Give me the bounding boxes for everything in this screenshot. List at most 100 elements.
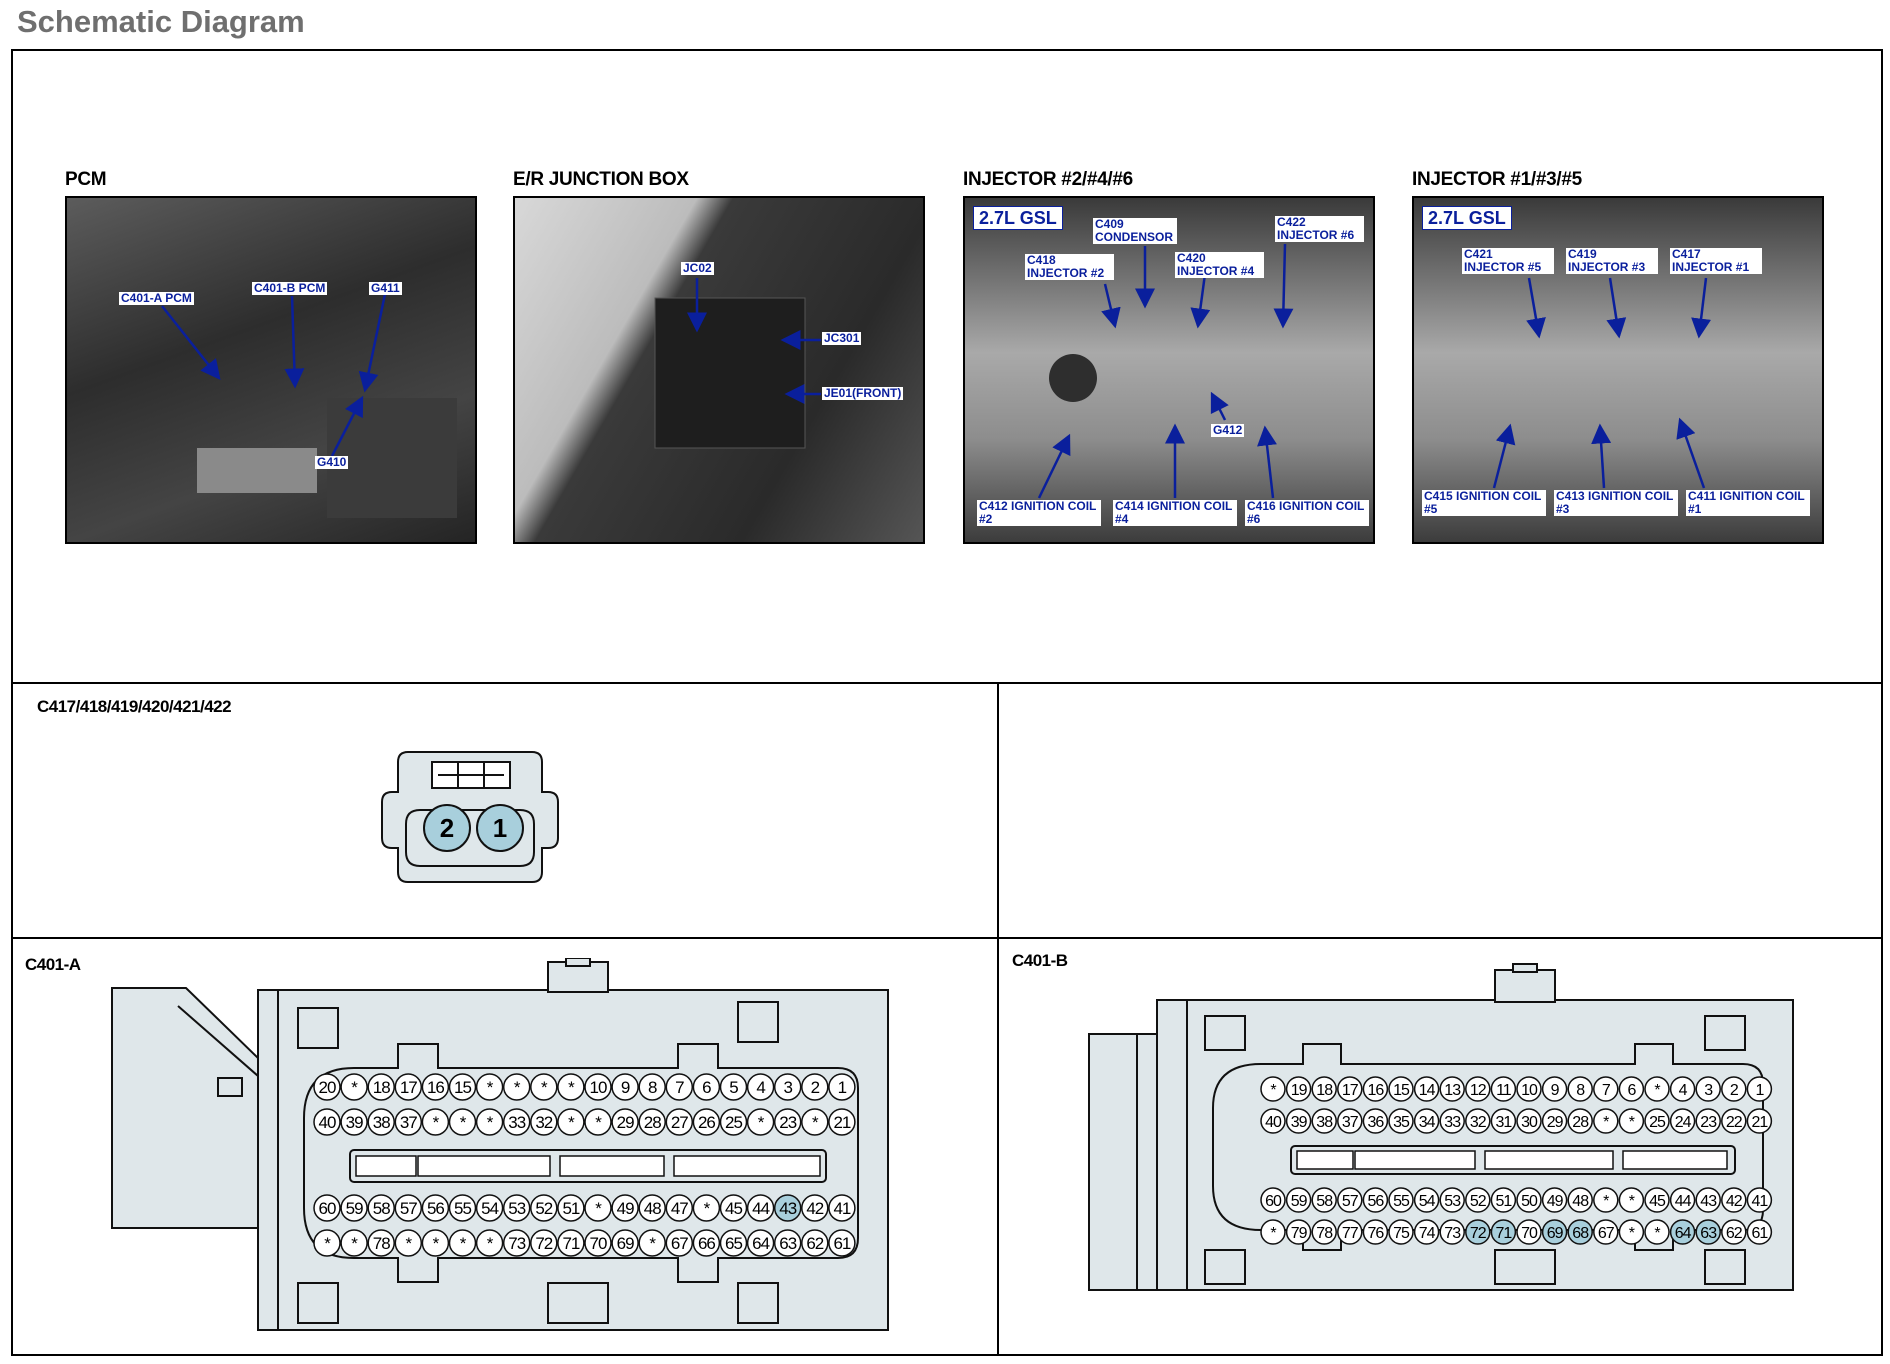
c401b-pin-label: 76	[1368, 1225, 1385, 1242]
c401b-pin-72	[1465, 1219, 1491, 1245]
c401b-pin-label: 4	[1679, 1082, 1688, 1099]
c401b-pin-12	[1465, 1076, 1491, 1102]
c401a-pin-56	[421, 1194, 450, 1222]
c401a-pin-unused	[475, 1073, 504, 1101]
c401b-pin-unused	[1618, 1108, 1645, 1134]
small-pin-1: 1	[493, 813, 507, 843]
c401a-pin-label: 18	[373, 1078, 390, 1097]
c401b-pin-label: 62	[1726, 1225, 1743, 1242]
c401b-pin-14	[1413, 1076, 1440, 1102]
junction-box-callout-arrows	[654, 278, 821, 449]
c401a-pin-unused	[557, 1108, 585, 1136]
c401b-pin-49	[1541, 1187, 1568, 1213]
c401a-pin-48	[638, 1194, 666, 1222]
c401a-pin-label: *	[460, 1113, 467, 1132]
junction-box-photo: JC02 JC301 JE01(FRONT)	[513, 196, 925, 544]
c401b-pin-17	[1337, 1076, 1363, 1102]
c401a-pin-label: *	[514, 1078, 521, 1097]
c401a-pin-label: *	[487, 1078, 494, 1097]
injector-135-photo: 2.7L GSL C421 INJECTOR #5 C419 INJECTOR …	[1412, 196, 1824, 544]
c401b-pin-label: 17	[1342, 1082, 1359, 1099]
c401a-pin-label: 41	[833, 1199, 850, 1218]
c401b-pin-64	[1669, 1219, 1696, 1245]
c401a-pin-44	[746, 1194, 775, 1222]
c401a-pin-label: *	[595, 1199, 602, 1218]
c401a-pin-27	[665, 1108, 694, 1136]
c401a-pin-label: *	[487, 1234, 494, 1253]
c401a-pin-label: 28	[644, 1113, 661, 1132]
c401a-pin-label: 47	[671, 1199, 688, 1218]
c401a-pin-label: 43	[779, 1199, 796, 1218]
c401a-pin-unused	[340, 1073, 368, 1101]
c401b-pin-70	[1516, 1219, 1542, 1245]
c401a-pin-label: 15	[454, 1078, 471, 1097]
c401b-pin-label: 71	[1496, 1225, 1513, 1242]
c401b-pin-unused	[1260, 1076, 1286, 1102]
c401a-pin-label: *	[433, 1234, 440, 1253]
c401b-pin-1	[1746, 1076, 1773, 1102]
c401b-pin-label: 7	[1602, 1082, 1611, 1099]
pcm-photo: C401-A PCM C401-B PCM G411 G410	[65, 196, 477, 544]
c401a-pin-47	[665, 1194, 694, 1222]
c401a-pin-unused	[692, 1194, 721, 1222]
callout-g412: G412	[1211, 423, 1245, 437]
c401a-pin-37	[394, 1108, 423, 1136]
c401b-pin-7	[1593, 1076, 1619, 1102]
c401a-pin-5	[719, 1073, 748, 1101]
c401a-pin-label: 66	[698, 1234, 715, 1253]
diagram-frame	[11, 49, 1883, 1356]
c401b-pin-41	[1746, 1187, 1773, 1213]
c401a-pin-unused	[638, 1229, 666, 1257]
engine-badge-246: 2.7L GSL	[973, 206, 1063, 230]
c401a-pin-label: *	[351, 1234, 358, 1253]
c401b-pin-label: 60	[1265, 1193, 1282, 1210]
c401a-pin-label: 61	[833, 1234, 850, 1253]
c401b-pin-label: 29	[1547, 1114, 1564, 1131]
c401b-pin-23	[1695, 1108, 1721, 1134]
c401b-pin-unused	[1593, 1187, 1619, 1213]
c401a-pin-9	[611, 1073, 639, 1101]
c401b-pin-40	[1260, 1108, 1286, 1134]
c401b-pin-label: 57	[1342, 1193, 1359, 1210]
c401a-pin-71	[557, 1229, 585, 1257]
c401b-pin-label: 49	[1547, 1193, 1564, 1210]
c401b-pin-34	[1413, 1108, 1440, 1134]
c401a-pin-61	[828, 1229, 856, 1257]
c401a-pin-64	[746, 1229, 775, 1257]
c401a-pin-label: 70	[590, 1234, 607, 1253]
c401a-pin-60	[313, 1194, 341, 1222]
c401b-pin-19	[1285, 1076, 1312, 1102]
c401a-pin-69	[611, 1229, 639, 1257]
c401a-pin-7	[665, 1073, 694, 1101]
c401a-pin-label: 27	[671, 1113, 688, 1132]
callout-jc301: JC301	[822, 331, 862, 345]
c401a-pin-label: 8	[648, 1078, 657, 1097]
c401b-pin-53	[1439, 1187, 1465, 1213]
c401b-pin-52	[1465, 1187, 1491, 1213]
c401b-pin-label: 48	[1572, 1193, 1589, 1210]
divider-top	[11, 682, 1883, 684]
c401a-pin-unused	[313, 1229, 341, 1257]
c401b-pin-label: *	[1654, 1225, 1660, 1242]
c401a-pin-51	[557, 1194, 585, 1222]
c401a-pin-unused	[394, 1229, 423, 1257]
callout-c416: C416 IGNITION COIL #6	[1245, 500, 1369, 526]
c401a-pin-label: 78	[373, 1234, 390, 1253]
c401a-pin-label: 32	[535, 1113, 552, 1132]
c401b-pin-78	[1311, 1219, 1337, 1245]
c401b-pin-50	[1516, 1187, 1542, 1213]
c401a-pin-label: *	[649, 1234, 656, 1253]
c401a-pin-unused	[340, 1229, 368, 1257]
c401b-pin-label: 72	[1470, 1225, 1487, 1242]
c401b-pin-label: 78	[1316, 1225, 1333, 1242]
callout-g411: G411	[369, 281, 402, 295]
c401a-pin-label: 16	[427, 1078, 444, 1097]
c401a-pin-66	[692, 1229, 721, 1257]
c401b-pin-6	[1618, 1076, 1645, 1102]
c401b-pin-24	[1669, 1108, 1696, 1134]
c401a-pin-label: 45	[725, 1199, 742, 1218]
c401a-pin-unused	[475, 1108, 504, 1136]
c401a-pin-33	[502, 1108, 531, 1136]
c401b-pin-label: 18	[1316, 1082, 1333, 1099]
c401a-pin-label: 49	[617, 1199, 634, 1218]
